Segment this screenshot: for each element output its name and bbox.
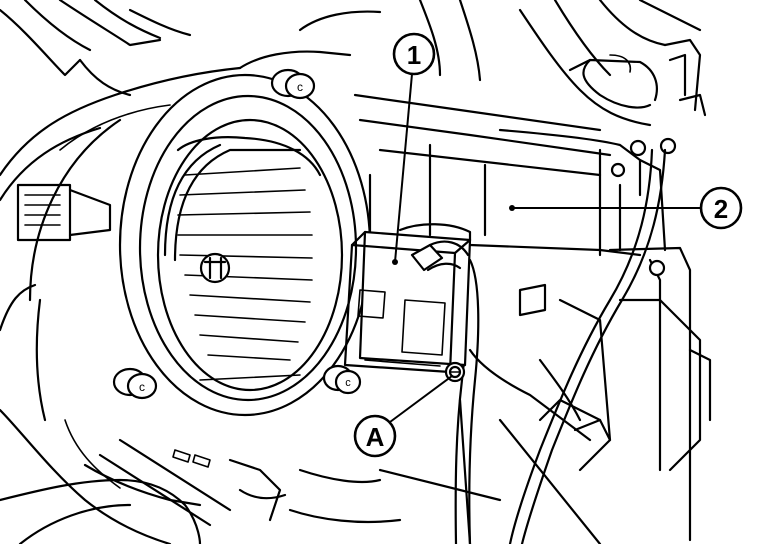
svg-text:c: c [139, 380, 145, 394]
callout-a-label: A [366, 422, 385, 452]
callout-2: 2 [509, 186, 743, 230]
callout-1: 1 [392, 32, 436, 265]
blower-ring [118, 73, 372, 417]
lower-body [0, 223, 602, 544]
callout-1-label: 1 [407, 40, 421, 70]
right-panel [518, 158, 712, 542]
boss-top: c [270, 68, 316, 100]
svg-text:c: c [345, 377, 351, 389]
upper-duct [238, 0, 707, 362]
svg-text:c: c [297, 80, 303, 94]
mounting-bosses: c c c [112, 68, 362, 400]
wire-harness [454, 148, 667, 544]
callout-2-label: 2 [714, 194, 728, 224]
fan-blades [163, 143, 313, 381]
control-module [343, 230, 472, 374]
boss-lower-right: c [322, 364, 362, 395]
callout-a: A [353, 375, 453, 458]
boss-lower-left: c [112, 367, 158, 400]
